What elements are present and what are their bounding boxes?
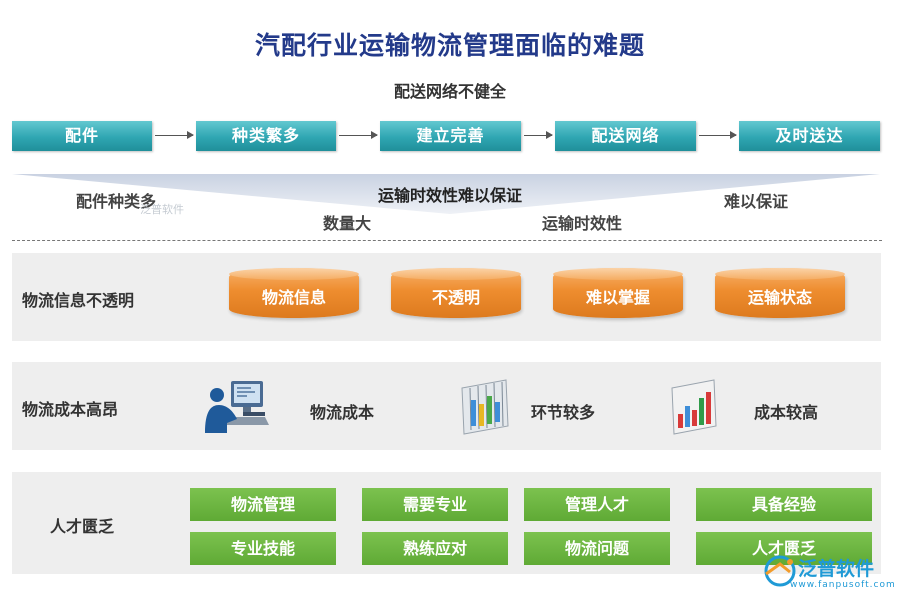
- cylinder-item: 运输状态: [715, 268, 845, 318]
- flow-box-1: 配件: [12, 121, 152, 151]
- watermark-text: 泛普软件: [140, 203, 184, 216]
- grid-chart-icon: [461, 379, 509, 435]
- flow-box-3: 建立完善: [380, 121, 521, 151]
- section-logistics-cost: [12, 362, 881, 450]
- flow-arrow: [339, 131, 378, 139]
- logo-brand-name: 泛普软件: [798, 558, 875, 580]
- talent-box: 管理人才: [524, 488, 670, 521]
- talent-box: 物流问题: [524, 532, 670, 565]
- funnel-shape: [12, 174, 880, 214]
- talent-box: 具备经验: [696, 488, 872, 521]
- cost-item-label: 物流成本: [310, 403, 375, 422]
- section-label-cost: 物流成本高昂: [22, 400, 119, 419]
- flow-box-5: 及时送达: [739, 121, 880, 151]
- cost-item-label: 成本较高: [754, 403, 819, 422]
- funnel-label-parts: 配件种类多: [76, 192, 157, 211]
- talent-box: 物流管理: [190, 488, 336, 521]
- cylinder-item: 难以掌握: [553, 268, 683, 318]
- talent-box: 需要专业: [362, 488, 508, 521]
- flow-arrow: [155, 131, 194, 139]
- flow-box-2: 种类繁多: [196, 121, 336, 151]
- talent-box: 人才匮乏: [696, 532, 872, 565]
- cost-item-label: 环节较多: [531, 403, 596, 422]
- flow-box-4: 配送网络: [555, 121, 696, 151]
- funnel-label-timeliness: 运输时效性: [542, 214, 623, 233]
- funnel-label-quantity: 数量大: [323, 214, 372, 233]
- cylinder-label: 不透明: [431, 288, 480, 307]
- computer-user-icon: [205, 381, 269, 433]
- talent-box: 专业技能: [190, 532, 336, 565]
- funnel-center-text: 运输时效性难以保证: [377, 186, 522, 205]
- bar-chart-icon: [671, 379, 717, 435]
- section-label-talent: 人才匮乏: [50, 517, 115, 536]
- flow-arrow: [524, 131, 553, 139]
- page-title: 汽配行业运输物流管理面临的难题: [254, 31, 645, 60]
- cylinder-item: 物流信息: [229, 268, 359, 318]
- talent-box: 熟练应对: [362, 532, 508, 565]
- network-subtitle: 配送网络不健全: [393, 82, 506, 101]
- cylinder-item: 不透明: [391, 268, 521, 318]
- cylinder-label: 物流信息: [261, 288, 326, 307]
- cylinder-label: 运输状态: [747, 288, 812, 307]
- logo-url: www.fanpusoft.com: [790, 580, 896, 590]
- divider-dashed: [12, 240, 882, 241]
- flow-arrow: [699, 131, 737, 139]
- cylinder-label: 难以掌握: [585, 288, 650, 307]
- fanpu-logo-icon: [764, 555, 796, 587]
- section-label-info: 物流信息不透明: [22, 291, 135, 310]
- funnel-label-guarantee: 难以保证: [724, 192, 789, 211]
